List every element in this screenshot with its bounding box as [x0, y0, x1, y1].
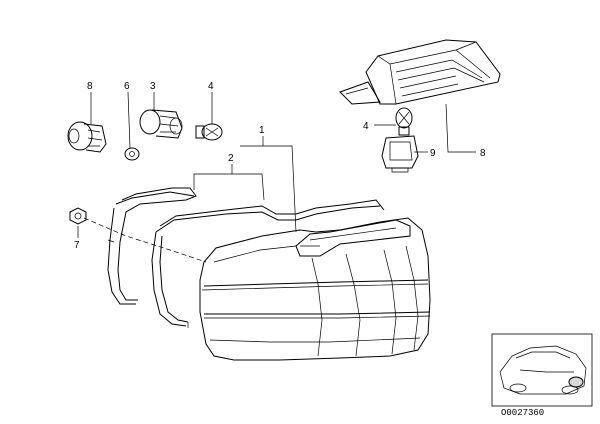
gasket-outer	[107, 187, 197, 305]
leader-lines	[77, 91, 476, 263]
bulb-right	[395, 107, 413, 136]
callout-4-top: 4	[208, 81, 214, 92]
callout-4-right: 4	[363, 121, 369, 132]
callout-3: 3	[150, 81, 156, 92]
nut-7	[69, 207, 87, 225]
bulb-socket-9	[381, 135, 419, 173]
vehicle-inset: O0027360	[491, 333, 593, 418]
bulb-left	[195, 123, 223, 141]
bulb-holder-8	[67, 121, 107, 153]
callout-8-right: 8	[480, 148, 486, 159]
callout-2: 2	[228, 153, 234, 164]
callout-1: 1	[259, 125, 265, 136]
callout-labels: 8 6 3 4 1 2 7 4 9 8	[74, 81, 486, 251]
bulb-holder-3	[139, 109, 183, 139]
callout-8: 8	[87, 81, 93, 92]
tail-light-assembly	[199, 217, 431, 361]
third-brake-light-housing	[339, 39, 501, 105]
callout-9: 9	[430, 148, 436, 159]
callout-7: 7	[74, 240, 80, 251]
reference-code: O0027360	[501, 408, 544, 418]
bulb-6	[124, 147, 140, 161]
gasket-inner	[151, 199, 385, 328]
callout-6: 6	[124, 81, 130, 92]
